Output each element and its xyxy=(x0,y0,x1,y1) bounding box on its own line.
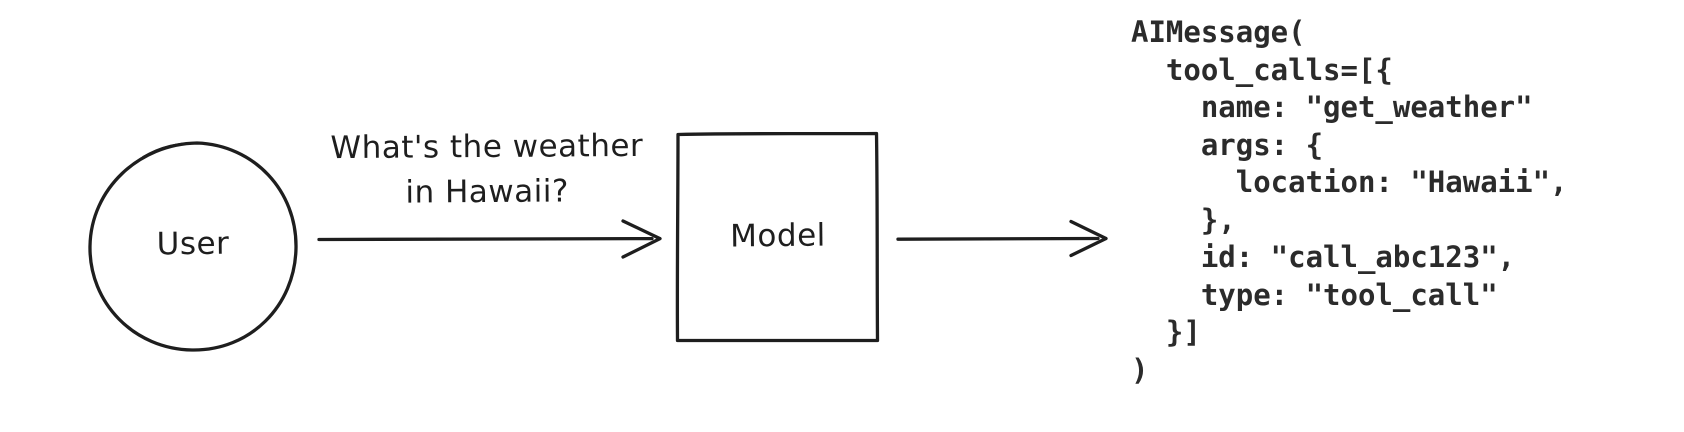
user-node-label: User xyxy=(156,225,230,263)
request-arrow-shaft xyxy=(317,236,654,242)
request-arrow-label: What's the weather in Hawaii? xyxy=(285,124,690,217)
user-node-circle-sketch-overlap xyxy=(142,141,204,158)
model-node-label: Model xyxy=(730,217,826,255)
aimessage-code-block: AIMessage( tool_calls=[{ name: "get_weat… xyxy=(1131,15,1568,387)
request-arrow-label-line2: in Hawaii? xyxy=(405,173,569,211)
request-arrow-label-line1: What's the weather xyxy=(330,127,644,167)
user-node-circle xyxy=(88,141,298,352)
response-arrow-shaft xyxy=(896,236,1100,241)
request-arrow-head xyxy=(621,219,662,259)
model-node-box xyxy=(675,131,880,343)
response-arrow-head xyxy=(1069,219,1108,258)
